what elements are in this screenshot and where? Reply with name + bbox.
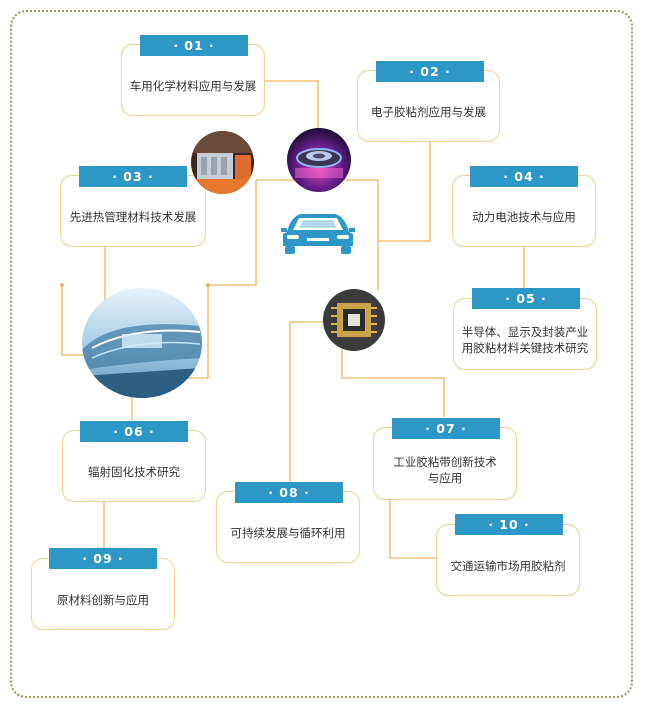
topic-card-05: 半导体、显示及封装产业 用胶粘材料关键技术研究 (453, 298, 597, 370)
topic-card-04: 动力电池技术与应用 (452, 175, 596, 247)
topic-number-10: · 10 · (455, 514, 563, 535)
topic-number-03: · 03 · (79, 166, 187, 187)
diagram-frame (10, 10, 633, 698)
topic-number-04: · 04 · (470, 166, 578, 187)
topic-number-05: · 05 · (472, 288, 580, 309)
topic-label: 原材料创新与应用 (57, 593, 149, 607)
topic-card-03: 先进热管理材料技术发展 (60, 175, 206, 247)
battery-module-photo (191, 131, 254, 194)
topic-label: 车用化学材料应用与发展 (129, 79, 257, 93)
topic-number-09: · 09 · (49, 548, 157, 569)
topic-card-08: 可持续发展与循环利用 (216, 491, 360, 563)
topic-number-01: · 01 · (140, 35, 248, 56)
topic-label: 工业胶粘带创新技术 与应用 (393, 454, 497, 485)
connector-dot (206, 283, 210, 287)
topic-card-09: 原材料创新与应用 (31, 558, 175, 630)
topic-number-06: · 06 · (80, 421, 188, 442)
topic-label: 动力电池技术与应用 (472, 210, 576, 224)
car-icon (279, 206, 357, 256)
topic-card-07: 工业胶粘带创新技术 与应用 (373, 427, 517, 500)
topic-label: 电子胶粘剂应用与发展 (371, 105, 486, 119)
connector-dot (60, 283, 64, 287)
topic-card-10: 交通运输市场用胶粘剂 (436, 524, 580, 596)
topic-card-02: 电子胶粘剂应用与发展 (357, 70, 500, 142)
topic-label: 辐射固化技术研究 (88, 465, 180, 479)
topic-card-06: 辐射固化技术研究 (62, 430, 206, 502)
topic-label: 先进热管理材料技术发展 (69, 210, 197, 224)
topic-number-02: · 02 · (376, 61, 484, 82)
topic-number-07: · 07 · (392, 418, 500, 439)
topic-label: 半导体、显示及封装产业 用胶粘材料关键技术研究 (461, 325, 589, 355)
topic-number-08: · 08 · (235, 482, 343, 503)
chip-photo (323, 289, 385, 351)
topic-label: 可持续发展与循环利用 (230, 526, 346, 540)
topic-label: 交通运输市场用胶粘剂 (450, 559, 566, 573)
vehicle-photo (82, 288, 202, 398)
lens-photo (287, 128, 351, 192)
